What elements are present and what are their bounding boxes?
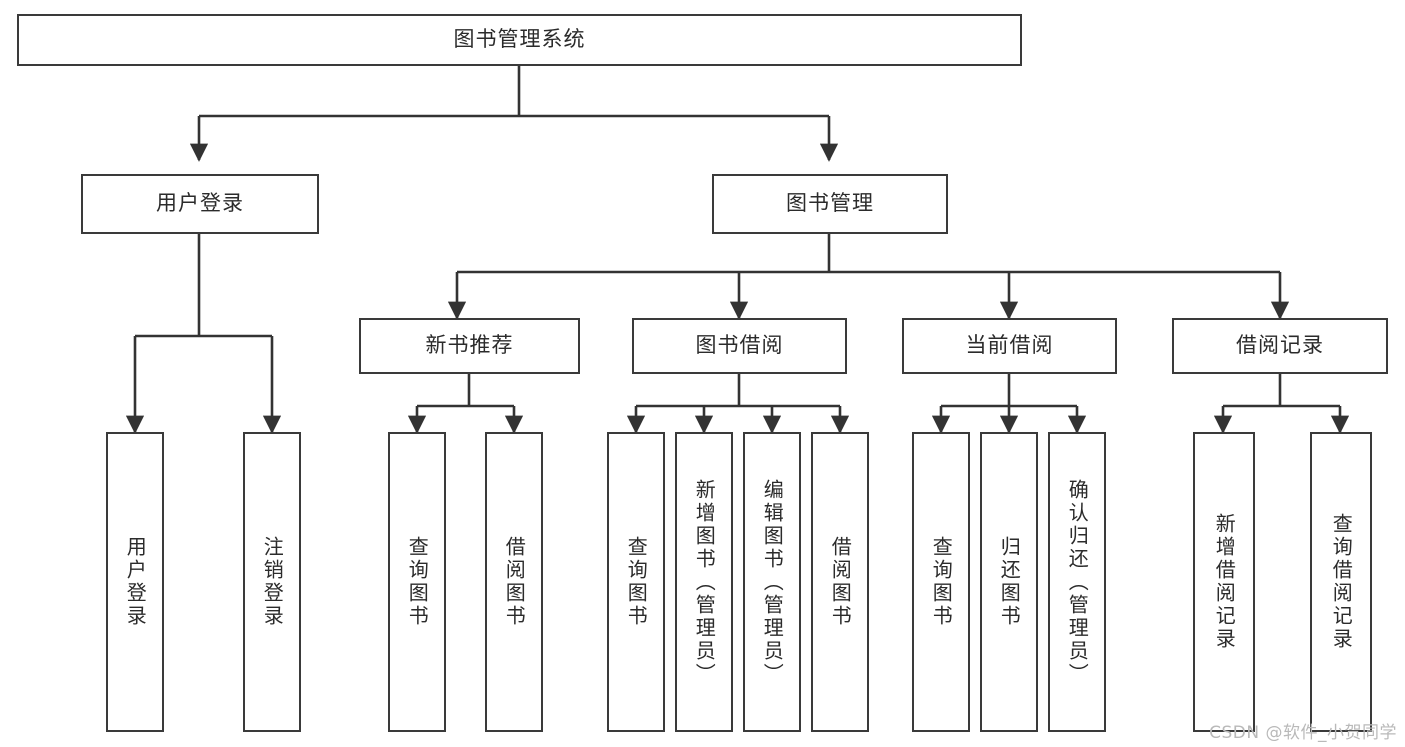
node-current-borrowing[interactable]: 当前借阅 bbox=[902, 318, 1117, 374]
leaf-borrow-edit-book-admin[interactable]: 编辑图书（管理员） bbox=[743, 432, 801, 732]
leaf-current-query-book[interactable]: 查询图书 bbox=[912, 432, 970, 732]
node-label: 查询借阅记录 bbox=[1329, 513, 1354, 651]
node-label: 确认归还（管理员） bbox=[1065, 478, 1090, 686]
leaf-new-book-query-book[interactable]: 查询图书 bbox=[388, 432, 446, 732]
leaf-record-add-borrow-record[interactable]: 新增借阅记录 bbox=[1193, 432, 1255, 732]
node-label: 查询图书 bbox=[624, 536, 649, 628]
node-label: 新书推荐 bbox=[425, 333, 514, 358]
node-new-book-recommendation[interactable]: 新书推荐 bbox=[359, 318, 580, 374]
node-label: 当前借阅 bbox=[965, 333, 1054, 358]
leaf-record-query-borrow-record[interactable]: 查询借阅记录 bbox=[1310, 432, 1372, 732]
node-label: 图书管理 bbox=[786, 191, 874, 216]
leaf-borrow-borrow-book[interactable]: 借阅图书 bbox=[811, 432, 869, 732]
node-label: 注销登录 bbox=[260, 536, 285, 628]
csdn-watermark: CSDN @软件_小贺同学 bbox=[1209, 723, 1397, 743]
node-label: 归还图书 bbox=[997, 536, 1022, 628]
node-book-borrowing[interactable]: 图书借阅 bbox=[632, 318, 847, 374]
node-label: 用户登录 bbox=[156, 191, 244, 216]
node-label: 新增图书（管理员） bbox=[692, 478, 717, 686]
node-label: 新增借阅记录 bbox=[1212, 513, 1237, 651]
node-user-login[interactable]: 用户登录 bbox=[81, 174, 319, 234]
node-label: 借阅记录 bbox=[1236, 333, 1324, 358]
leaf-user-login-signout[interactable]: 注销登录 bbox=[243, 432, 301, 732]
node-label: 编辑图书（管理员） bbox=[760, 478, 785, 686]
leaf-borrow-add-book-admin[interactable]: 新增图书（管理员） bbox=[675, 432, 733, 732]
node-label: 借阅图书 bbox=[828, 536, 853, 628]
leaf-current-return-book[interactable]: 归还图书 bbox=[980, 432, 1038, 732]
node-label: 查询图书 bbox=[929, 536, 954, 628]
node-root-book-management-system[interactable]: 图书管理系统 bbox=[17, 14, 1022, 66]
leaf-new-book-borrow-book[interactable]: 借阅图书 bbox=[485, 432, 543, 732]
node-label: 借阅图书 bbox=[502, 536, 527, 628]
leaf-borrow-query-book[interactable]: 查询图书 bbox=[607, 432, 665, 732]
node-label: 查询图书 bbox=[405, 536, 430, 628]
leaf-user-login-signin[interactable]: 用户登录 bbox=[106, 432, 164, 732]
node-label: 用户登录 bbox=[123, 536, 148, 628]
leaf-current-confirm-return-admin[interactable]: 确认归还（管理员） bbox=[1048, 432, 1106, 732]
node-book-management[interactable]: 图书管理 bbox=[712, 174, 948, 234]
node-label: 图书借阅 bbox=[695, 333, 784, 358]
node-borrowing-records[interactable]: 借阅记录 bbox=[1172, 318, 1388, 374]
node-label: 图书管理系统 bbox=[453, 27, 586, 52]
